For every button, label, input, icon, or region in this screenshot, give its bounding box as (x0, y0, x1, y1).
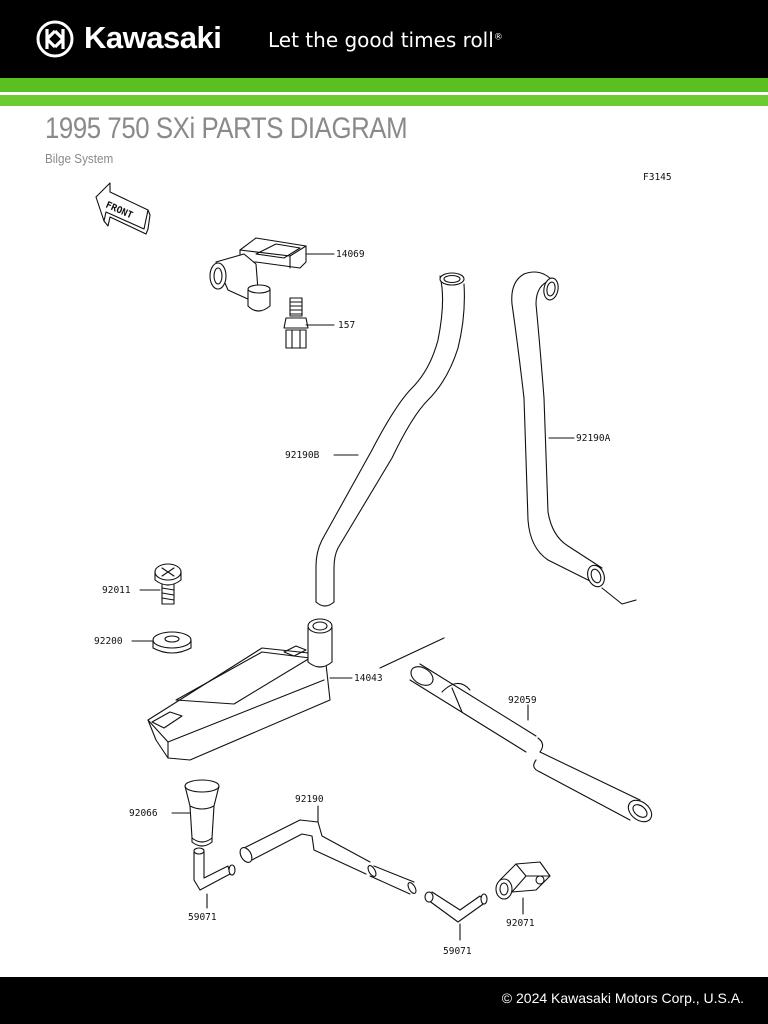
part-92190-hose (239, 819, 417, 895)
part-14069-fitting (209, 237, 307, 312)
parts-diagram: F3145 FRONT (94, 172, 672, 957)
part-label-92200: 92200 (94, 636, 123, 647)
part-label-92066: 92066 (129, 808, 158, 819)
part-label-92011: 92011 (102, 585, 131, 596)
figure-code: F3145 (643, 172, 672, 183)
part-label-157: 157 (338, 320, 355, 331)
part-label-14069: 14069 (336, 249, 365, 260)
part-92066-grommet (184, 779, 220, 847)
header-stripe-light (0, 95, 768, 106)
part-157-screw (283, 297, 309, 349)
part-label-59071-right: 59071 (443, 946, 472, 957)
part-92190B-hose (315, 272, 465, 607)
site-footer: © 2024 Kawasaki Motors Corp., U.S.A. (0, 977, 768, 1024)
site-header: Kawasaki Let the good times roll® (0, 0, 768, 78)
part-label-92071: 92071 (506, 918, 535, 929)
brand-name[interactable]: Kawasaki (84, 20, 222, 55)
part-59071-elbow-left (193, 847, 236, 891)
page-title: 1995 750 SXi PARTS DIAGRAM (45, 112, 408, 145)
part-92059-hose (379, 637, 653, 823)
copyright-notice: © 2024 Kawasaki Motors Corp., U.S.A. (501, 990, 744, 1006)
page-subtitle: Bilge System (45, 151, 114, 166)
kawasaki-river-mark-icon[interactable] (36, 20, 74, 58)
header-stripe-dark (0, 78, 768, 92)
part-14043-strainer (147, 618, 333, 761)
part-label-92190B: 92190B (285, 450, 320, 461)
part-59071-elbow-right (424, 891, 488, 923)
part-92200-washer (152, 631, 192, 654)
part-label-92059: 92059 (508, 695, 537, 706)
part-92011-bolt (154, 563, 182, 605)
part-92190A-hose (511, 271, 637, 605)
part-label-59071-left: 59071 (188, 912, 217, 923)
front-arrow-icon: FRONT (95, 182, 151, 235)
part-label-92190A: 92190A (576, 433, 611, 444)
brand-tagline: Let the good times roll® (268, 28, 503, 52)
part-92071-fitting (495, 861, 551, 900)
part-label-14043: 14043 (354, 673, 383, 684)
part-label-92190: 92190 (295, 794, 324, 805)
